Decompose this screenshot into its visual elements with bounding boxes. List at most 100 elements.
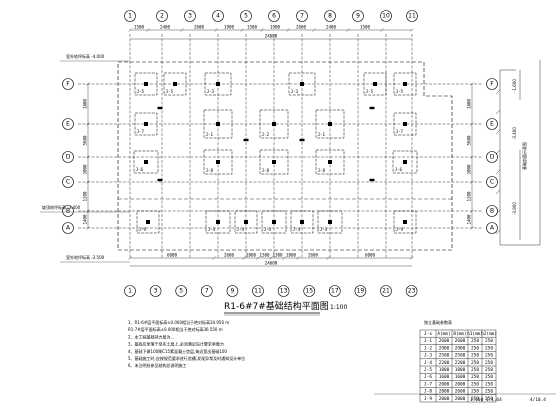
svg-text:A: A (66, 225, 71, 232)
right-axis-bubble: B (486, 205, 498, 217)
top-axis-bubble: 5 (240, 10, 252, 22)
svg-text:1400: 1400 (83, 214, 88, 225)
svg-text:J-x: J-x (424, 331, 432, 337)
svg-text:-1.600: -1.600 (512, 79, 517, 92)
column-marker (369, 178, 375, 182)
foundation-boundary (117, 61, 453, 251)
isolated-footing: J-8 (315, 149, 345, 175)
svg-text:J-9: J-9 (424, 396, 432, 402)
svg-text:J-4: J-4 (320, 227, 328, 232)
svg-text:J-4: J-4 (264, 227, 272, 232)
svg-text:J-8: J-8 (262, 168, 270, 173)
svg-text:2200: 2200 (439, 360, 450, 366)
svg-text:2000: 2000 (439, 396, 450, 402)
svg-text:250: 250 (485, 360, 493, 366)
svg-text:J-5: J-5 (424, 367, 432, 373)
top-axis-bubble: 2 (156, 10, 168, 22)
svg-text:1900: 1900 (224, 25, 235, 30)
bottom-axis-bubble: 17 (328, 285, 341, 297)
svg-text:C: C (490, 179, 494, 186)
svg-text:J-4: J-4 (237, 227, 245, 232)
svg-text:250: 250 (471, 367, 479, 373)
svg-text:2500: 2500 (439, 353, 450, 359)
svg-text:J-6: J-6 (424, 374, 432, 380)
level-label-3: 室外地坪标高 -2.500 (66, 254, 105, 260)
bottom-total-dim: 24600 (265, 261, 278, 266)
svg-text:1500: 1500 (247, 25, 258, 30)
bottom-axis-bubble: 15 (303, 285, 316, 297)
svg-text:J-9: J-9 (396, 227, 404, 232)
svg-text:1500: 1500 (360, 25, 371, 30)
svg-text:2900: 2900 (439, 345, 450, 351)
svg-text:13: 13 (280, 288, 288, 295)
note-line: R1-7#层平面标高±0.000相当于绝对标高36.550 m (128, 326, 223, 332)
table-title: 独立基础参数表 (424, 319, 452, 325)
right-axis-bubble: A (486, 222, 498, 234)
svg-text:J-6: J-6 (136, 167, 144, 172)
isolated-footing: J-9 (393, 210, 417, 234)
svg-text:250: 250 (485, 345, 493, 351)
svg-text:J-8: J-8 (206, 168, 214, 173)
bottom-axis-bubble: 5 (175, 285, 187, 297)
column-marker (299, 138, 305, 142)
isolated-footing: J-7 (134, 112, 158, 136)
note-line: 5、基础施工时,应按规范要求进行验槽,发现异常及时通知设计单位 (128, 355, 245, 361)
svg-text:1300: 1300 (259, 253, 270, 258)
level-label-2: 坡顶地坪标高 -3.400 (42, 204, 81, 210)
column-marker (157, 106, 163, 110)
svg-text:11: 11 (254, 288, 262, 295)
svg-text:h1(mm): h1(mm) (467, 331, 483, 337)
note-line: 3、基底应坐落于坚实土层上,必须满足设计要求承载力 (128, 341, 224, 347)
left-axis-bubble: D (62, 151, 74, 163)
isolated-footing: J-5 (363, 72, 387, 96)
svg-text:1200: 1200 (467, 191, 472, 202)
isolated-footing: J-3 (204, 72, 232, 96)
top-axis-bubble: 10 (380, 10, 392, 22)
bottom-axis-bubble: 13 (277, 285, 290, 297)
svg-text:2400: 2400 (326, 25, 337, 30)
svg-text:2000: 2000 (439, 381, 450, 387)
svg-text:1300: 1300 (272, 253, 283, 258)
svg-text:2600: 2600 (455, 338, 466, 344)
svg-text:7: 7 (300, 13, 304, 20)
svg-text:2400: 2400 (160, 25, 171, 30)
left-axis-bubble: F (62, 78, 74, 90)
svg-text:2500: 2500 (455, 353, 466, 359)
footer: 1:100 1:1.64 4/10.4 (374, 393, 556, 403)
top-axis-bubble: 11 (406, 10, 418, 22)
svg-text:J-5: J-5 (366, 89, 374, 94)
top-axis-bubble: 1 (124, 10, 136, 22)
drawing-title: R1-6#7#基础结构平面图 (224, 300, 329, 312)
svg-text:6000: 6000 (365, 253, 376, 258)
top-axis-bubble: 4 (212, 10, 224, 22)
left-axis-bubble: E (62, 118, 74, 130)
top-total-dim: 24600 (265, 34, 278, 39)
right-axis-bubble: E (486, 118, 498, 130)
right-axis-bubble: D (486, 151, 498, 163)
foundation-outline (117, 61, 453, 251)
top-axis-bubble: 8 (324, 10, 336, 22)
svg-text:J-1: J-1 (206, 132, 214, 137)
svg-text:250: 250 (485, 338, 493, 344)
isolated-footing: J-3 (288, 72, 316, 96)
note-line: 4、基础下做100厚C15素混凝土垫层,每边宽出基础100 (128, 348, 227, 354)
svg-text:1500: 1500 (134, 25, 145, 30)
svg-text:J-4: J-4 (293, 227, 301, 232)
bottom-axis-bubble: 23 (405, 285, 418, 297)
drawing-title-block: R1-6#7#基础结构平面图 1:100 (224, 300, 347, 316)
svg-text:8: 8 (328, 13, 332, 20)
svg-text:250: 250 (471, 396, 479, 402)
svg-text:250: 250 (471, 374, 479, 380)
isolated-footing: J-2 (259, 109, 289, 139)
svg-text:J-8: J-8 (318, 168, 326, 173)
svg-text:J-4: J-4 (424, 360, 432, 366)
top-axis-bubble: 6 (268, 10, 280, 22)
svg-text:C: C (66, 179, 70, 186)
